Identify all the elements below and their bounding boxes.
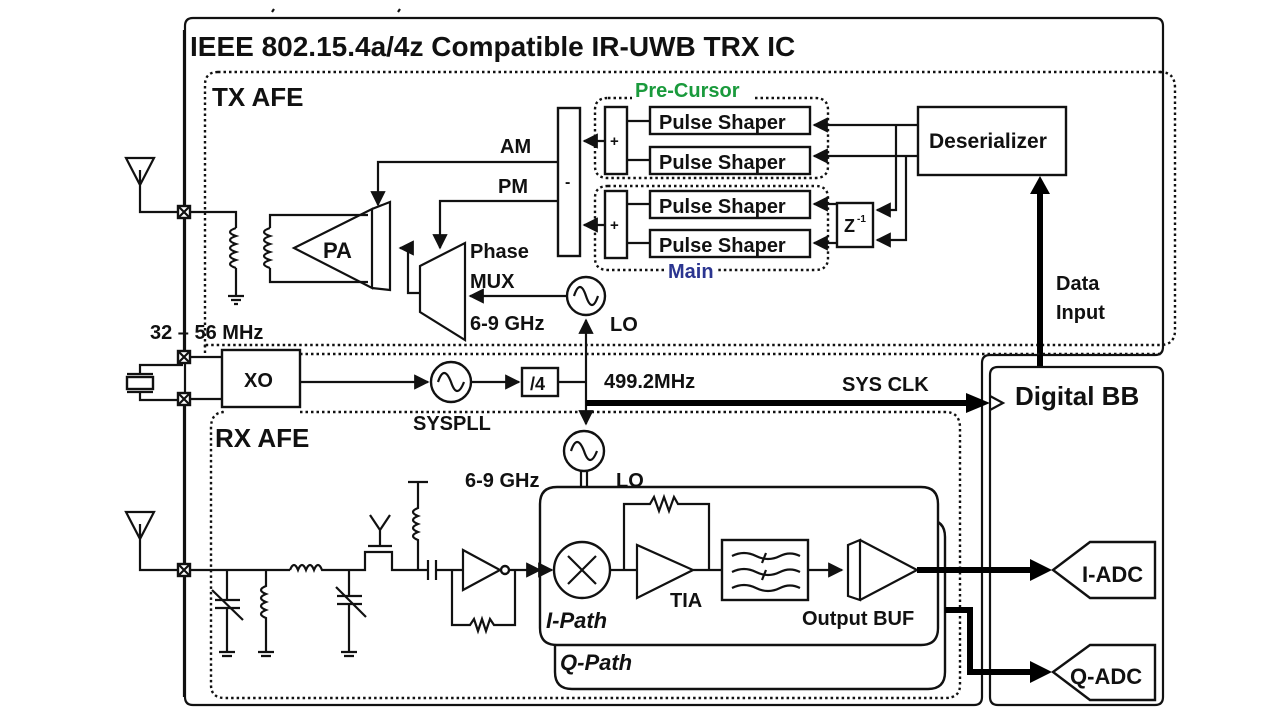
svg-text:Pulse Shaper: Pulse Shaper [659, 112, 786, 134]
tx-freq-label: 6-9 GHz [470, 313, 544, 335]
rx-antenna-icon [124, 510, 178, 572]
subtractor-block [556, 106, 582, 258]
q-adc-block [1050, 643, 1157, 702]
q-path-label: Q-Path [560, 650, 632, 675]
delay-block [835, 201, 875, 249]
syspll-oscillator-icon [429, 360, 473, 404]
rx-lo-oscillator-icon [562, 429, 606, 473]
phase-mux [418, 241, 467, 342]
stray-marks [271, 8, 401, 13]
pre-cursor-group [593, 96, 830, 180]
svg-text:Pulse Shaper: Pulse Shaper [659, 235, 786, 257]
xo-block [220, 348, 302, 409]
digital-bb-block [988, 365, 1165, 707]
tia-label: TIA [670, 590, 702, 612]
rx-freq-label: 6-9 GHz [465, 470, 539, 492]
transformer-icon [228, 213, 368, 306]
tx-afe-label: TX AFE [212, 82, 303, 112]
divider-block [520, 366, 560, 398]
shunt-inductor [258, 570, 274, 658]
svg-text:Pulse Shaper: Pulse Shaper [659, 152, 786, 174]
phase-mux-label-2: MUX [470, 271, 515, 293]
adder-sign-1: + [610, 133, 619, 150]
q-adc-label: Q-ADC [1070, 664, 1142, 689]
adder-sign-2: + [610, 217, 619, 234]
tx-lo-label: LO [610, 314, 638, 336]
power-amplifier: PA [291, 200, 392, 292]
rx-afe-label: RX AFE [215, 423, 309, 453]
main-label: Main [668, 261, 714, 283]
data-input-label-1: Data [1056, 273, 1100, 295]
delay-exponent: -1 [857, 214, 866, 225]
mixer-icon [552, 540, 612, 600]
i-path-label: I-Path [546, 608, 607, 633]
pulse-shaper-1: Pulse Shaper [627, 105, 812, 136]
xo-label: XO [244, 370, 273, 392]
crystal-icon [125, 363, 183, 402]
diagram-title: IEEE 802.15.4a/4z Compatible IR-UWB TRX … [190, 31, 795, 62]
pulse-shaper-2: Pulse Shaper [627, 145, 812, 176]
tunable-capacitor-1 [211, 570, 244, 658]
pulse-shaper-4: Pulse Shaper [627, 228, 812, 259]
lna-transistor [360, 514, 418, 572]
digital-bb-label: Digital BB [1015, 381, 1139, 411]
phase-mux-label-1: Phase [470, 241, 529, 263]
am-line [370, 160, 557, 207]
svg-text:Pulse Shaper: Pulse Shaper [659, 196, 786, 218]
divider-label: /4 [530, 374, 545, 394]
pre-cursor-label: Pre-Cursor [635, 80, 740, 102]
load-inductor [408, 480, 428, 570]
tunable-capacitor-2 [335, 570, 367, 658]
clock-freq-label: 499.2MHz [604, 371, 695, 393]
i-adc-label: I-ADC [1082, 562, 1143, 587]
subtractor-sign: - [565, 174, 570, 191]
q-signal-line [945, 607, 1032, 675]
rx-afe-boundary [209, 410, 962, 700]
pulse-shaper-3: Pulse Shaper [627, 189, 812, 220]
main-group [593, 184, 830, 272]
am-label: AM [500, 136, 531, 158]
syspll-label: SYSPLL [413, 413, 491, 435]
tia-amplifier: TIA [610, 493, 722, 612]
pm-label: PM [498, 176, 528, 198]
tx-antenna-icon [124, 156, 178, 214]
deserializer-label: Deserializer [929, 130, 1047, 153]
coupling-capacitor [418, 560, 452, 580]
pm-line [432, 199, 557, 250]
bandpass-filter [720, 538, 810, 602]
series-inductor [288, 563, 360, 573]
sys-clk-label: SYS CLK [842, 374, 929, 396]
delay-label: Z [844, 216, 855, 236]
tx-afe-left [203, 70, 219, 350]
i-adc-block [1051, 540, 1157, 600]
xtal-freq-label: 32 – 56 MHz [150, 322, 263, 344]
pa-label: PA [323, 238, 352, 263]
deserializer-block [916, 105, 1068, 177]
output-buf-label: Output BUF [802, 608, 914, 630]
data-input-label-2: Input [1056, 302, 1105, 324]
inverter-amplifier [450, 548, 542, 635]
tx-lo-oscillator-icon [565, 275, 607, 317]
clock-input-icon [989, 395, 1006, 411]
